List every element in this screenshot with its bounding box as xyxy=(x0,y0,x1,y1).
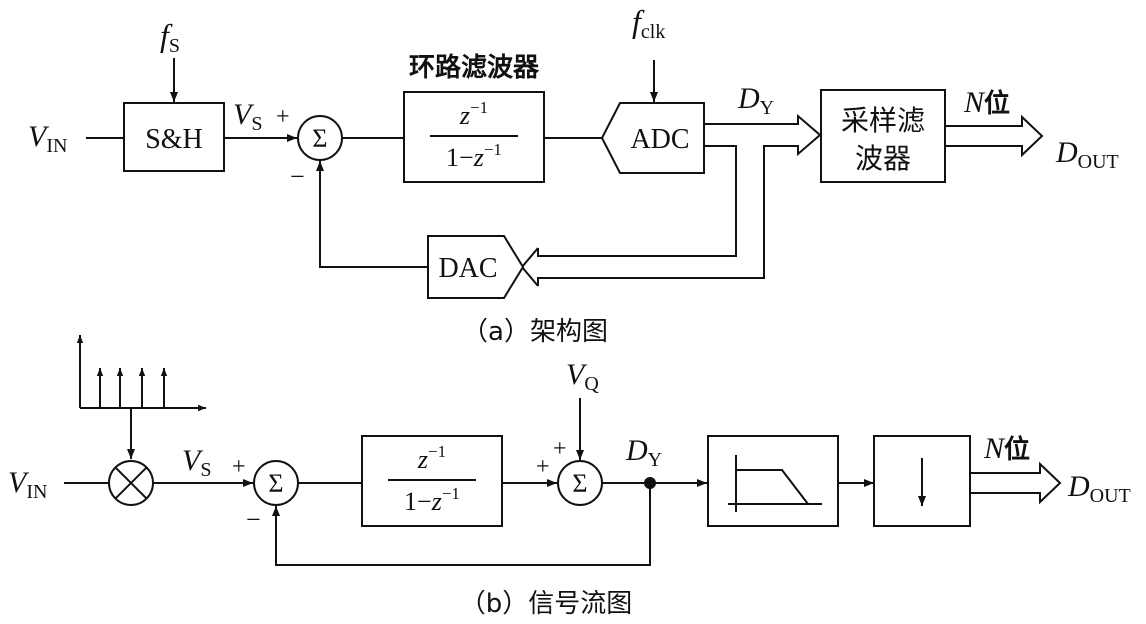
dy-label: DY xyxy=(737,82,774,119)
sum1-minus-sign: − xyxy=(246,505,261,534)
nbits-label: N位 xyxy=(963,86,1010,119)
vin-label-b: VIN xyxy=(8,466,47,503)
dout-label-b: DOUT xyxy=(1067,470,1131,507)
lowpass-filter-block xyxy=(707,435,839,527)
caption-b: （b）信号流图 xyxy=(460,589,633,619)
caption-a: （a）架构图 xyxy=(462,317,608,347)
sum1-plus-sign: + xyxy=(232,454,246,480)
sigma-symbol-2: Σ xyxy=(572,469,587,498)
architecture-diagram: VIN fS S&H VS + Σ − 环路滤波器 z−1 1−z−1 fclk xyxy=(28,3,1119,347)
dac-bus-arrowhead xyxy=(520,247,539,287)
transfer-denominator: 1−z−1 xyxy=(446,140,502,172)
loop-filter-title: 环路滤波器 xyxy=(409,52,540,83)
vs-label-b: VS xyxy=(182,444,211,481)
nbits-label-b: N位 xyxy=(983,432,1030,465)
sigma-symbol-1: Σ xyxy=(268,469,283,498)
dac-label: DAC xyxy=(438,253,497,284)
vin-label: VIN xyxy=(28,120,67,157)
impulse-train-icon xyxy=(76,335,206,412)
dac-block xyxy=(427,235,525,299)
dy-label-b: DY xyxy=(625,434,662,471)
dac-feedback-wire xyxy=(316,161,428,268)
sum2-plus-sign-top: + xyxy=(553,436,567,462)
adc-block xyxy=(600,102,705,174)
sum-plus-sign: + xyxy=(276,104,290,130)
fclk-label: fclk xyxy=(632,3,665,43)
sampling-filter-label-line1: 采样滤 xyxy=(841,104,925,137)
sum2-plus-sign-left: + xyxy=(536,454,550,480)
vq-label: VQ xyxy=(566,358,599,395)
adc-label: ADC xyxy=(630,124,689,155)
sum-minus-sign: − xyxy=(290,162,305,191)
sampling-filter-label-line2: 波器 xyxy=(855,142,911,175)
multiplier-cross-2 xyxy=(114,466,148,500)
sample-hold-label: S&H xyxy=(145,124,203,155)
dout-label: DOUT xyxy=(1055,136,1119,173)
dout-double-arrow xyxy=(945,114,1044,158)
sigma-symbol: Σ xyxy=(312,124,327,153)
signal-flow-diagram: VIN VS + Σ − z−1 1−z−1 + + VQ Σ DY xyxy=(8,335,1131,619)
vs-label: VS xyxy=(233,98,262,135)
dy-bus-outer xyxy=(537,113,822,286)
transfer-denominator-b: 1−z−1 xyxy=(404,484,460,516)
transfer-numerator: z−1 xyxy=(459,98,488,130)
lowpass-response-icon xyxy=(728,455,822,512)
transfer-numerator-b: z−1 xyxy=(417,442,446,474)
dy-bus-inner xyxy=(537,145,737,257)
feedback-wire-b xyxy=(272,483,651,566)
loop-filter-block-b xyxy=(361,435,503,527)
sampling-filter-block xyxy=(820,89,946,183)
dout-double-arrow-b xyxy=(970,461,1062,505)
fs-label: fS xyxy=(160,17,180,57)
